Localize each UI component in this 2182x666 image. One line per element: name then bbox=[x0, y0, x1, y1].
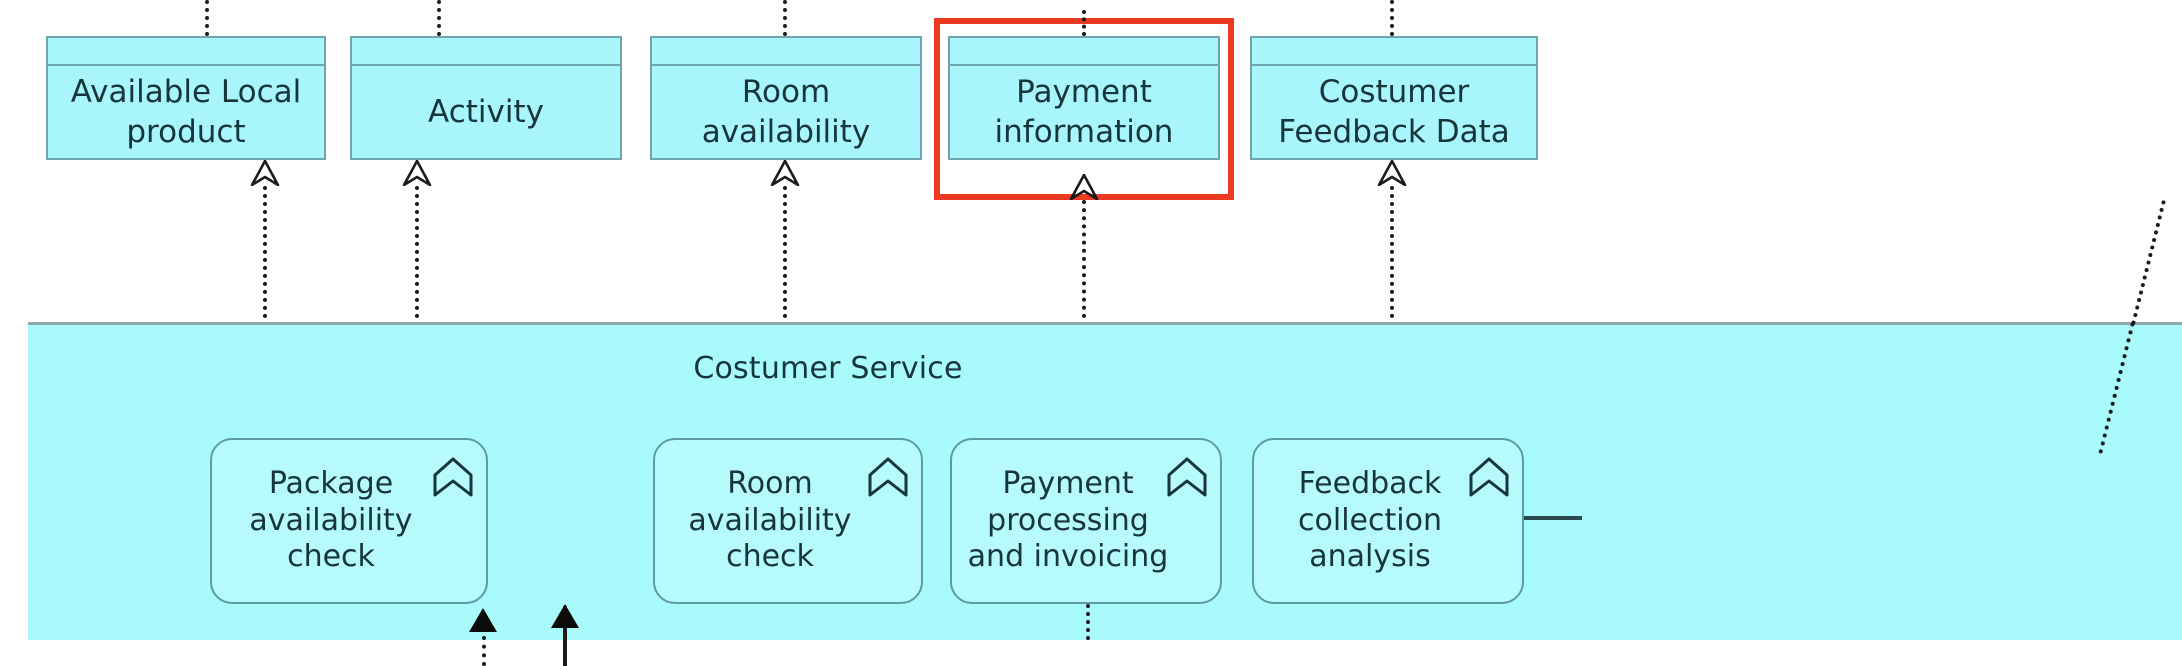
trigger-line-solid-into-package-check bbox=[563, 606, 567, 666]
business-function-feedback-collection-analysis[interactable]: Feedback collection analysis bbox=[1252, 438, 1524, 604]
realization-line-room-check-to-room-availability bbox=[783, 186, 787, 318]
business-function-label: Package availability check bbox=[249, 466, 413, 575]
hollow-triangle-arrowhead-icon bbox=[1377, 160, 1407, 186]
business-object-label: Activity bbox=[428, 93, 544, 130]
business-function-icon bbox=[1167, 457, 1207, 497]
business-object-label: Costumer Feedback Data bbox=[1278, 73, 1510, 150]
business-function-label: Feedback collection analysis bbox=[1298, 466, 1442, 575]
realization-line-feedback-to-feedback-data bbox=[1390, 186, 1394, 318]
realization-line-package-to-local-product bbox=[263, 186, 267, 318]
layer-band-label: Costumer Service bbox=[693, 351, 963, 386]
realization-line-package-to-activity bbox=[415, 186, 419, 318]
business-object-icon bbox=[950, 38, 1218, 66]
connector-stub-above-room-availability bbox=[783, 0, 787, 36]
business-object-room-availability[interactable]: Room availability bbox=[650, 36, 922, 160]
business-object-payment-information[interactable]: Payment information bbox=[948, 36, 1220, 160]
business-function-package-availability-check[interactable]: Package availability check bbox=[210, 438, 488, 604]
connector-stub-above-available-local-product bbox=[205, 0, 209, 36]
connector-stub-above-activity bbox=[437, 0, 441, 36]
business-object-costumer-feedback-data[interactable]: Costumer Feedback Data bbox=[1250, 36, 1538, 160]
connector-diagonal-right-edge bbox=[2131, 200, 2166, 326]
filled-triangle-arrowhead-icon bbox=[469, 608, 497, 632]
hollow-triangle-arrowhead-icon bbox=[770, 160, 800, 186]
business-object-label: Available Local product bbox=[70, 73, 302, 150]
business-function-payment-processing-and-invoicing[interactable]: Payment processing and invoicing bbox=[950, 438, 1222, 604]
business-object-label: Room availability bbox=[701, 73, 871, 150]
business-function-room-availability-check[interactable]: Room availability check bbox=[653, 438, 923, 604]
realization-line-payment-processing-to-payment-information bbox=[1082, 200, 1086, 318]
connector-stub-above-payment-information bbox=[1082, 10, 1086, 36]
hollow-triangle-arrowhead-icon bbox=[250, 160, 280, 186]
business-object-label: Payment information bbox=[994, 73, 1174, 150]
business-object-icon bbox=[652, 38, 920, 66]
business-function-icon bbox=[868, 457, 908, 497]
filled-triangle-arrowhead-icon bbox=[551, 604, 579, 628]
business-function-label: Payment processing and invoicing bbox=[967, 466, 1169, 575]
business-object-icon bbox=[1252, 38, 1536, 66]
trigger-line-dotted-into-package-check bbox=[482, 636, 486, 666]
hollow-triangle-arrowhead-icon bbox=[1069, 174, 1099, 200]
business-object-icon bbox=[48, 38, 324, 66]
business-function-icon bbox=[433, 457, 473, 497]
business-object-activity[interactable]: Activity bbox=[350, 36, 622, 160]
hollow-triangle-arrowhead-icon bbox=[402, 160, 432, 186]
connector-stub-above-costumer-feedback-data bbox=[1390, 0, 1394, 36]
business-object-available-local-product[interactable]: Available Local product bbox=[46, 36, 326, 160]
business-function-label: Room availability check bbox=[688, 466, 852, 575]
connector-stub-below-payment-processing bbox=[1086, 604, 1090, 640]
connector-feedback-to-right bbox=[1524, 516, 1582, 520]
business-object-icon bbox=[352, 38, 620, 66]
business-function-icon bbox=[1469, 457, 1509, 497]
